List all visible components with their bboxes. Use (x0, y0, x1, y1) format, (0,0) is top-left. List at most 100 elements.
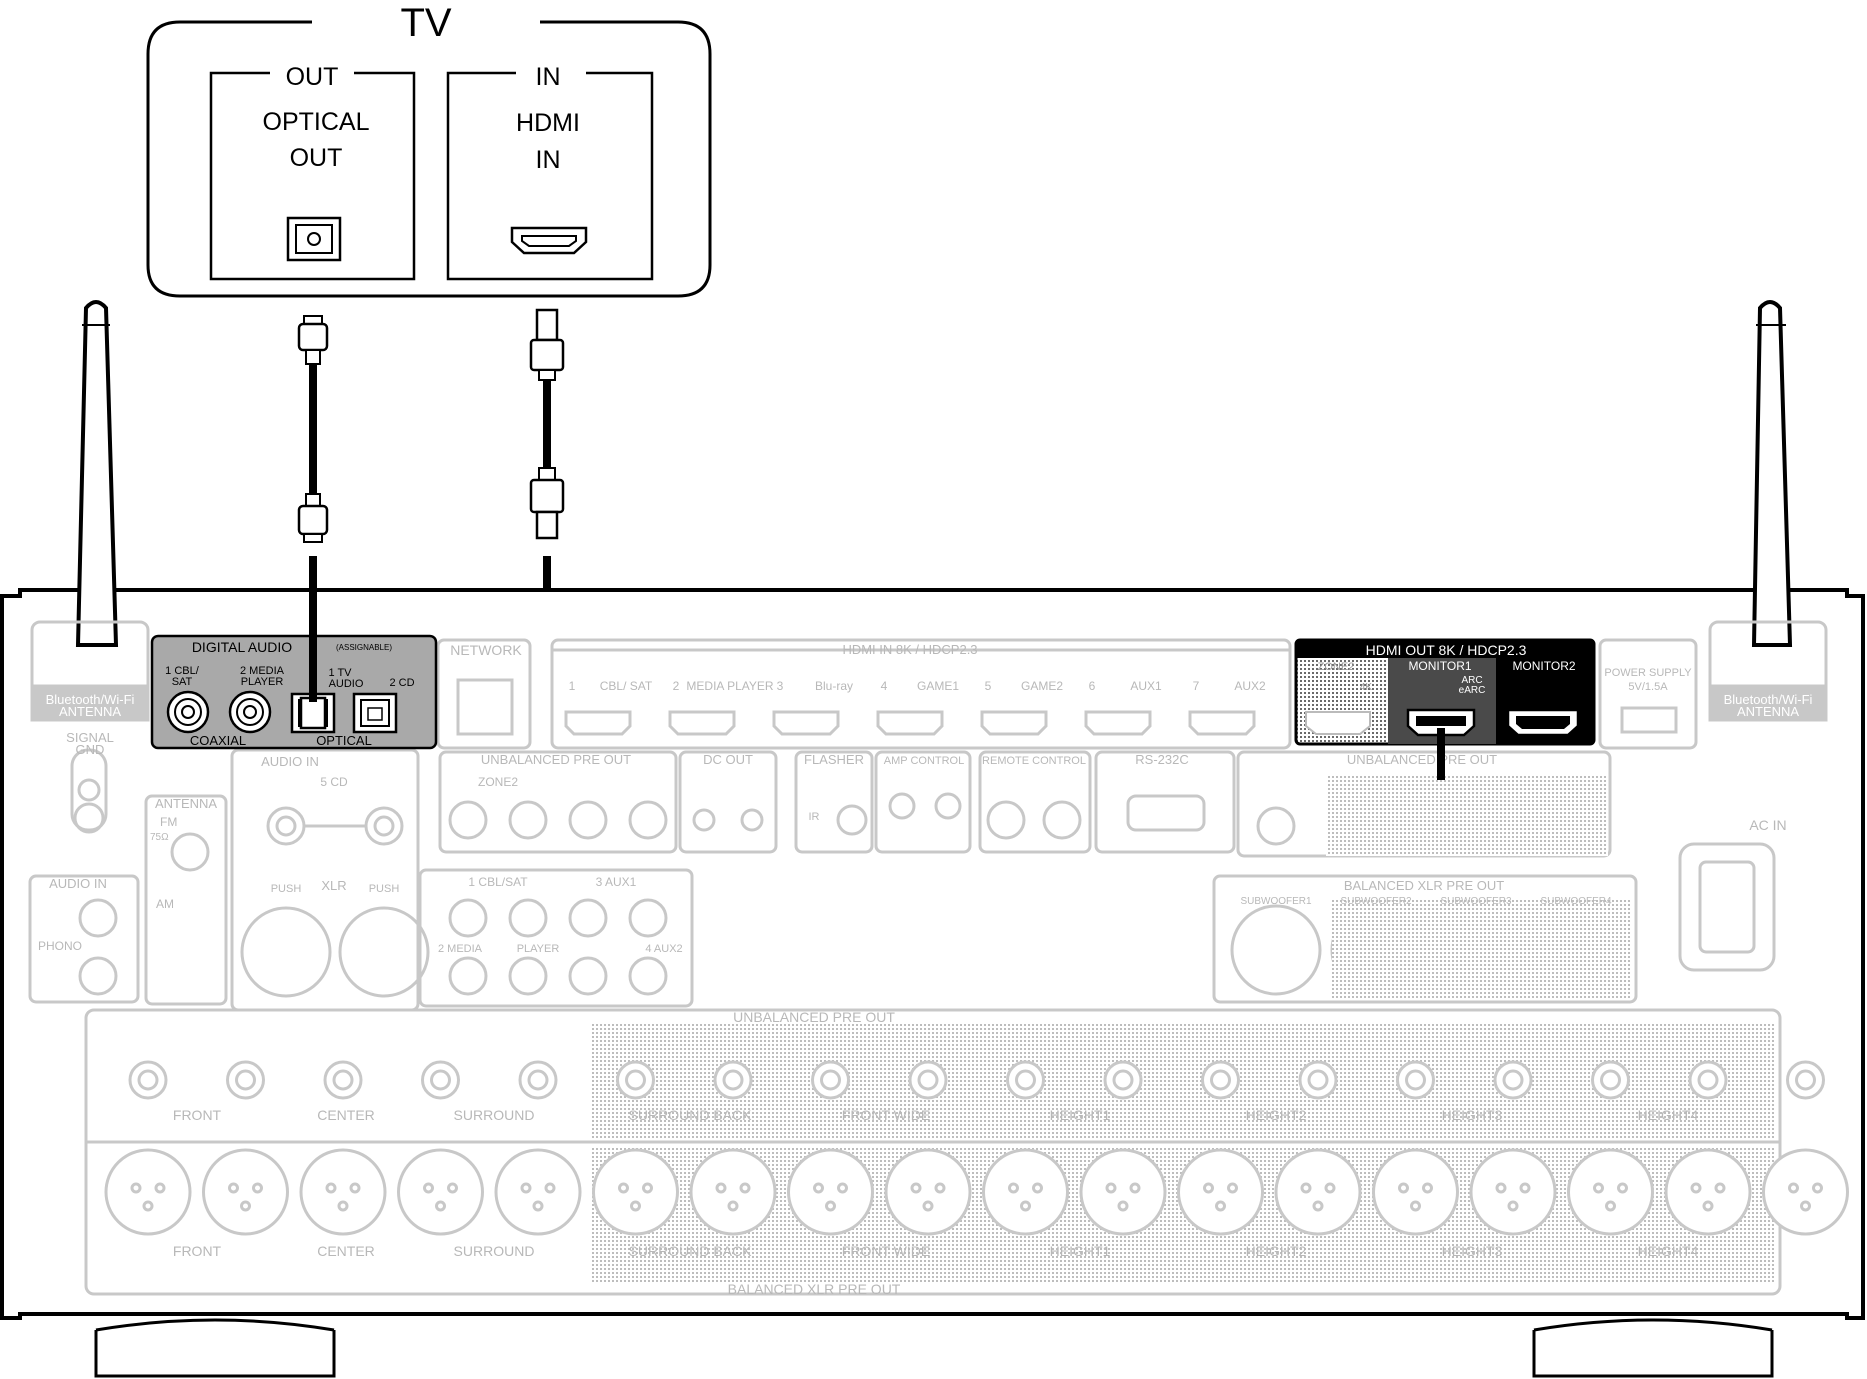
unbal-pre-out-right-label: UNBALANCED PRE OUT (1347, 752, 1497, 767)
da-port2-line1: 2 MEDIA (240, 665, 285, 677)
antenna-right-label-2: ANTENNA (1737, 704, 1799, 719)
channel-label: HEIGHT3 (1442, 1107, 1503, 1123)
balanced-xlr-label: BALANCED XLR PRE OUT (1344, 878, 1504, 893)
hdmi-in-port-name: MEDIA PLAYER (686, 679, 773, 693)
xlr-jack (397, 1148, 484, 1236)
antenna-left-label-1: Bluetooth/Wi-Fi (46, 692, 135, 707)
optical-cable-end (309, 556, 317, 702)
channel-label: SURROUND BACK (629, 1243, 753, 1259)
unbalanced-rca-jack (1688, 1060, 1728, 1100)
xlr-jack (299, 1148, 387, 1236)
channel-label: HEIGHT3 (1442, 1243, 1503, 1259)
media-player-2-label: 2 MEDIA (438, 943, 483, 955)
xlr-jack (1372, 1148, 1459, 1236)
digital-audio-panel: DIGITAL AUDIO (ASSIGNABLE) 1 CBL/ SAT 2 … (150, 634, 438, 750)
da-port3-line1: 1 TV (328, 667, 352, 679)
hdmi-in-port-name: CBL/ SAT (600, 679, 653, 693)
channel-label: SURROUND (454, 1243, 535, 1259)
push-label-2: PUSH (369, 883, 400, 895)
channel-label: SURROUND BACK (629, 1107, 753, 1123)
xlr-jack (1177, 1148, 1264, 1236)
optical-label: OPTICAL (316, 733, 372, 748)
da-port4: 2 CD (389, 677, 414, 689)
power-supply-label-2: 5V/1.5A (1628, 681, 1668, 693)
tv-optical-out-line2: OUT (290, 144, 343, 172)
channel-label: FRONT WIDE (842, 1107, 930, 1123)
antenna-right (1751, 300, 1793, 647)
antenna-right-label-1: Bluetooth/Wi-Fi (1724, 692, 1813, 707)
xlr-jack (689, 1148, 777, 1236)
xlr-jack (982, 1148, 1069, 1236)
unbalanced-rca-jack (1493, 1060, 1533, 1100)
hdmi-in-port-name: AUX1 (1130, 679, 1162, 693)
am-label: AM (156, 897, 174, 911)
ac-in-label: AC IN (1749, 817, 1786, 833)
coaxial-label: COAXIAL (190, 733, 246, 748)
xlr-jack (1469, 1148, 1557, 1236)
tv-hdmi-port-icon (510, 226, 588, 255)
channel-label: SURROUND (454, 1107, 535, 1123)
digital-audio-title: DIGITAL AUDIO (192, 639, 292, 655)
zone2-label: ZONE2 (478, 775, 518, 789)
channel-label: CENTER (317, 1243, 375, 1259)
unbalanced-rca-jack (1298, 1060, 1338, 1100)
tv-panel: TV OUT OPTICAL OUT IN HDMI IN (146, 1, 712, 298)
xlr-jack (104, 1148, 192, 1236)
unbalanced-rca-jack (226, 1060, 265, 1100)
phono-label: PHONO (38, 939, 82, 953)
unbalanced-rca-jack (1591, 1060, 1630, 1100)
unbalanced-rca-jack (811, 1060, 850, 1100)
tv-optical-out-line1: OPTICAL (263, 108, 370, 136)
fm-ohm-label: 75Ω (150, 832, 169, 843)
signal-gnd-label-1: SIGNAL (66, 730, 114, 745)
channel-labels: FRONT CENTER SURROUND SURROUND BACK FRONT WI… (173, 1107, 1699, 1259)
channel-label: HEIGHT1 (1050, 1243, 1111, 1259)
channel-label: HEIGHT4 (1638, 1107, 1699, 1123)
xlr-jack (1567, 1148, 1654, 1236)
tv-in-label: IN (536, 63, 561, 91)
unbalanced-rca-jack (421, 1060, 460, 1100)
channel-label: FRONT WIDE (842, 1243, 930, 1259)
hdmi-out-monitor2-port (1506, 708, 1580, 737)
aux2-4-label: 4 AUX2 (645, 943, 682, 955)
hdmi-out-monitor2: MONITOR2 (1512, 659, 1575, 673)
channel-label: HEIGHT1 (1050, 1107, 1111, 1123)
optical-plug (299, 696, 327, 730)
channel-label: HEIGHT2 (1246, 1107, 1307, 1123)
unbal-pre-out-bottom-label: UNBALANCED PRE OUT (733, 1009, 895, 1025)
aux1-label: 3 AUX1 (596, 875, 637, 889)
bottom-jacks (104, 1060, 1849, 1236)
hdmi-in-port-number: 2 (673, 679, 680, 693)
network-label: NETWORK (450, 642, 522, 658)
xlr-jack (787, 1148, 874, 1236)
xlr-jack (884, 1148, 972, 1236)
unbalanced-rca-jack (128, 1060, 168, 1100)
unbalanced-rca-jack (1396, 1060, 1435, 1100)
hdmi-in-port-name: Blu-ray (815, 679, 853, 693)
hdmi-out-panel: HDMI OUT 8K / HDCP2.3 ZONE2 4K MONITOR1 … (1294, 638, 1596, 746)
flasher-label: FLASHER (804, 752, 864, 767)
antenna-label: ANTENNA (155, 796, 217, 811)
channel-label: CENTER (317, 1107, 375, 1123)
unbalanced-rca-jack (1201, 1060, 1240, 1100)
xlr-jack (1274, 1148, 1362, 1236)
hdmi-in-port-number: 4 (881, 679, 888, 693)
ir-label: IR (809, 811, 820, 823)
hdmi-in-port-2: 2 MEDIA PLAYER (668, 679, 774, 736)
dc-out-label: DC OUT (703, 752, 753, 767)
xlr-jack (1079, 1148, 1167, 1236)
tv-hdmi-in-line1: HDMI (516, 109, 580, 137)
coaxial-jack-1 (166, 690, 210, 734)
hdmi-out-monitor1-port (1406, 708, 1476, 737)
unbalanced-rca-jack (323, 1060, 363, 1100)
hdmi-out-earc: eARC (1459, 685, 1486, 696)
digital-audio-assignable: (ASSIGNABLE) (336, 643, 392, 652)
channel-label: FRONT (173, 1107, 222, 1123)
antenna-left (75, 300, 119, 647)
